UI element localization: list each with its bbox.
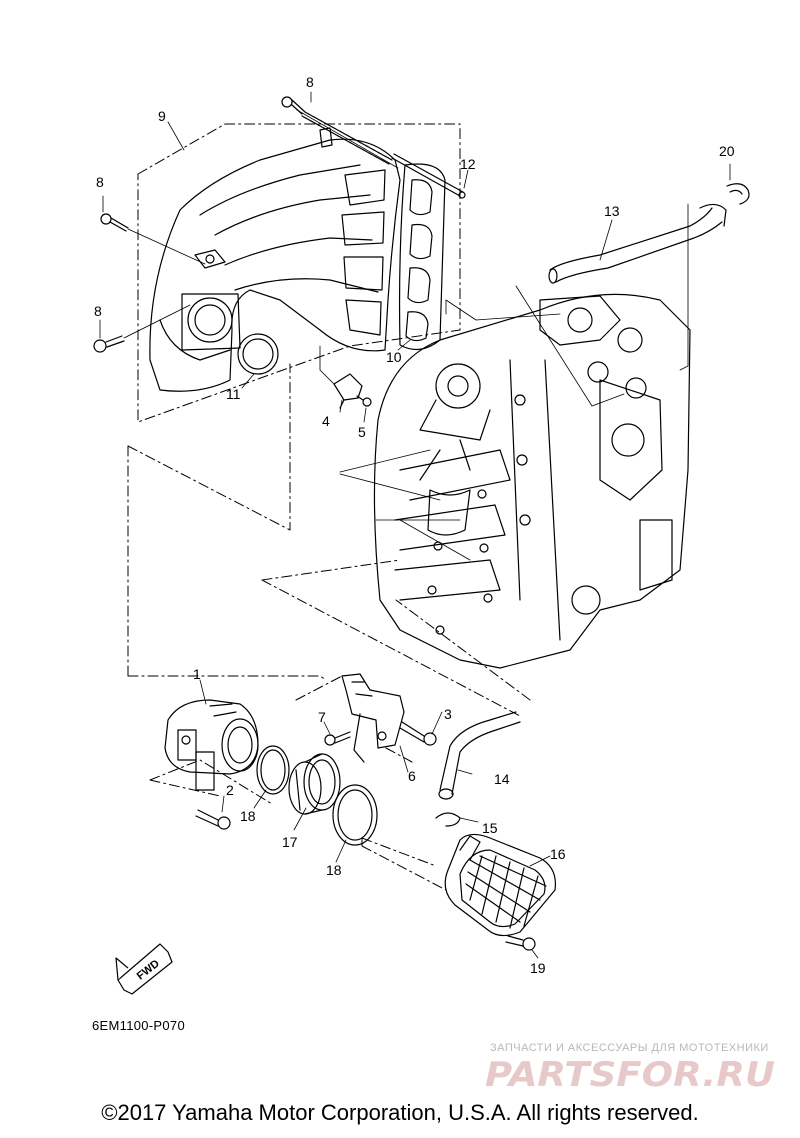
screw-5-part: [356, 395, 372, 407]
drawing-code: 6EM1100-P070: [92, 1018, 185, 1033]
callout-3: 3: [444, 706, 452, 722]
silencer-leader-dashdot: [361, 837, 447, 891]
o-ring-18-lower: [332, 784, 378, 846]
watermark-tagline: ЗАПЧАСТИ И АКСЕССУАРЫ ДЛЯ МОТОТЕХНИКИ: [490, 1042, 769, 1054]
copyright-notice: ©2017 Yamaha Motor Corporation, U.S.A. A…: [101, 1100, 699, 1125]
callout-7: 7: [318, 709, 326, 725]
callout-12: 12: [460, 156, 476, 172]
lower-guide-dashdot: [261, 559, 531, 717]
bolt-2-part: [195, 809, 231, 830]
callout-18-upper: 18: [240, 808, 256, 824]
sleeve-17-part: [288, 753, 341, 815]
bolt-3-part: [399, 721, 437, 746]
watermark-logo: PARTSFOR.RU: [485, 1055, 775, 1094]
bolt-8-left: [100, 213, 206, 265]
clip-15-part: [435, 812, 461, 827]
callout-9: 9: [158, 108, 166, 124]
hose-14-part: [438, 711, 521, 800]
callout-10: 10: [386, 349, 402, 365]
bracket-leader-dashdot: [295, 675, 413, 763]
callout-8-top: 8: [306, 74, 314, 90]
hose-13-part: [548, 203, 727, 284]
callout-14: 14: [494, 771, 510, 787]
o-ring-18-upper: [256, 745, 290, 795]
silencer-16-part: [444, 833, 557, 937]
watermark-logo-text: PARTSFOR.RU: [485, 1055, 775, 1094]
bolt-8-top-leader: [296, 109, 399, 169]
dowel-pin-12: [391, 153, 466, 199]
callout-6: 6: [408, 768, 416, 784]
callout-11: 11: [226, 386, 241, 402]
callout-8-lower: 8: [94, 303, 102, 319]
guide-line-c: [445, 299, 561, 321]
callout-18-lower: 18: [326, 862, 342, 878]
manifold-group-outline: [137, 123, 461, 423]
o-ring-11: [237, 333, 279, 375]
callout-19: 19: [530, 960, 546, 976]
guide-line-a: [515, 285, 625, 407]
gasket-10-part: [398, 163, 446, 351]
engine-block-part: [373, 293, 691, 669]
clip-20-part: [726, 183, 750, 205]
bracket-6-part: [341, 673, 405, 763]
callout-20: 20: [719, 143, 735, 159]
callout-4: 4: [322, 413, 330, 429]
throttle-body-1-part: [164, 699, 259, 791]
bolt-8-top: [281, 96, 393, 165]
sensor-4-part: [319, 345, 363, 409]
bolt-8-lower: [93, 304, 191, 353]
guide-line-b: [679, 203, 689, 371]
callout-leaders: [99, 91, 613, 959]
bolt-19-part: [505, 935, 536, 951]
bolt-7-part: [324, 731, 351, 746]
callout-15: 15: [482, 820, 498, 836]
callout-16: 16: [550, 846, 566, 862]
callout-5: 5: [358, 424, 366, 440]
throttle-leader-dashdot: [149, 759, 273, 805]
callout-1: 1: [193, 666, 201, 682]
callout-2: 2: [226, 782, 234, 798]
intake-manifold-part: [149, 127, 401, 392]
callout-13: 13: [604, 203, 620, 219]
guide-line-d: [339, 449, 471, 561]
callout-8-left: 8: [96, 174, 104, 190]
callout-17: 17: [282, 834, 298, 850]
fwd-arrow-icon: [115, 943, 173, 995]
throttle-group-guide: [127, 363, 327, 681]
